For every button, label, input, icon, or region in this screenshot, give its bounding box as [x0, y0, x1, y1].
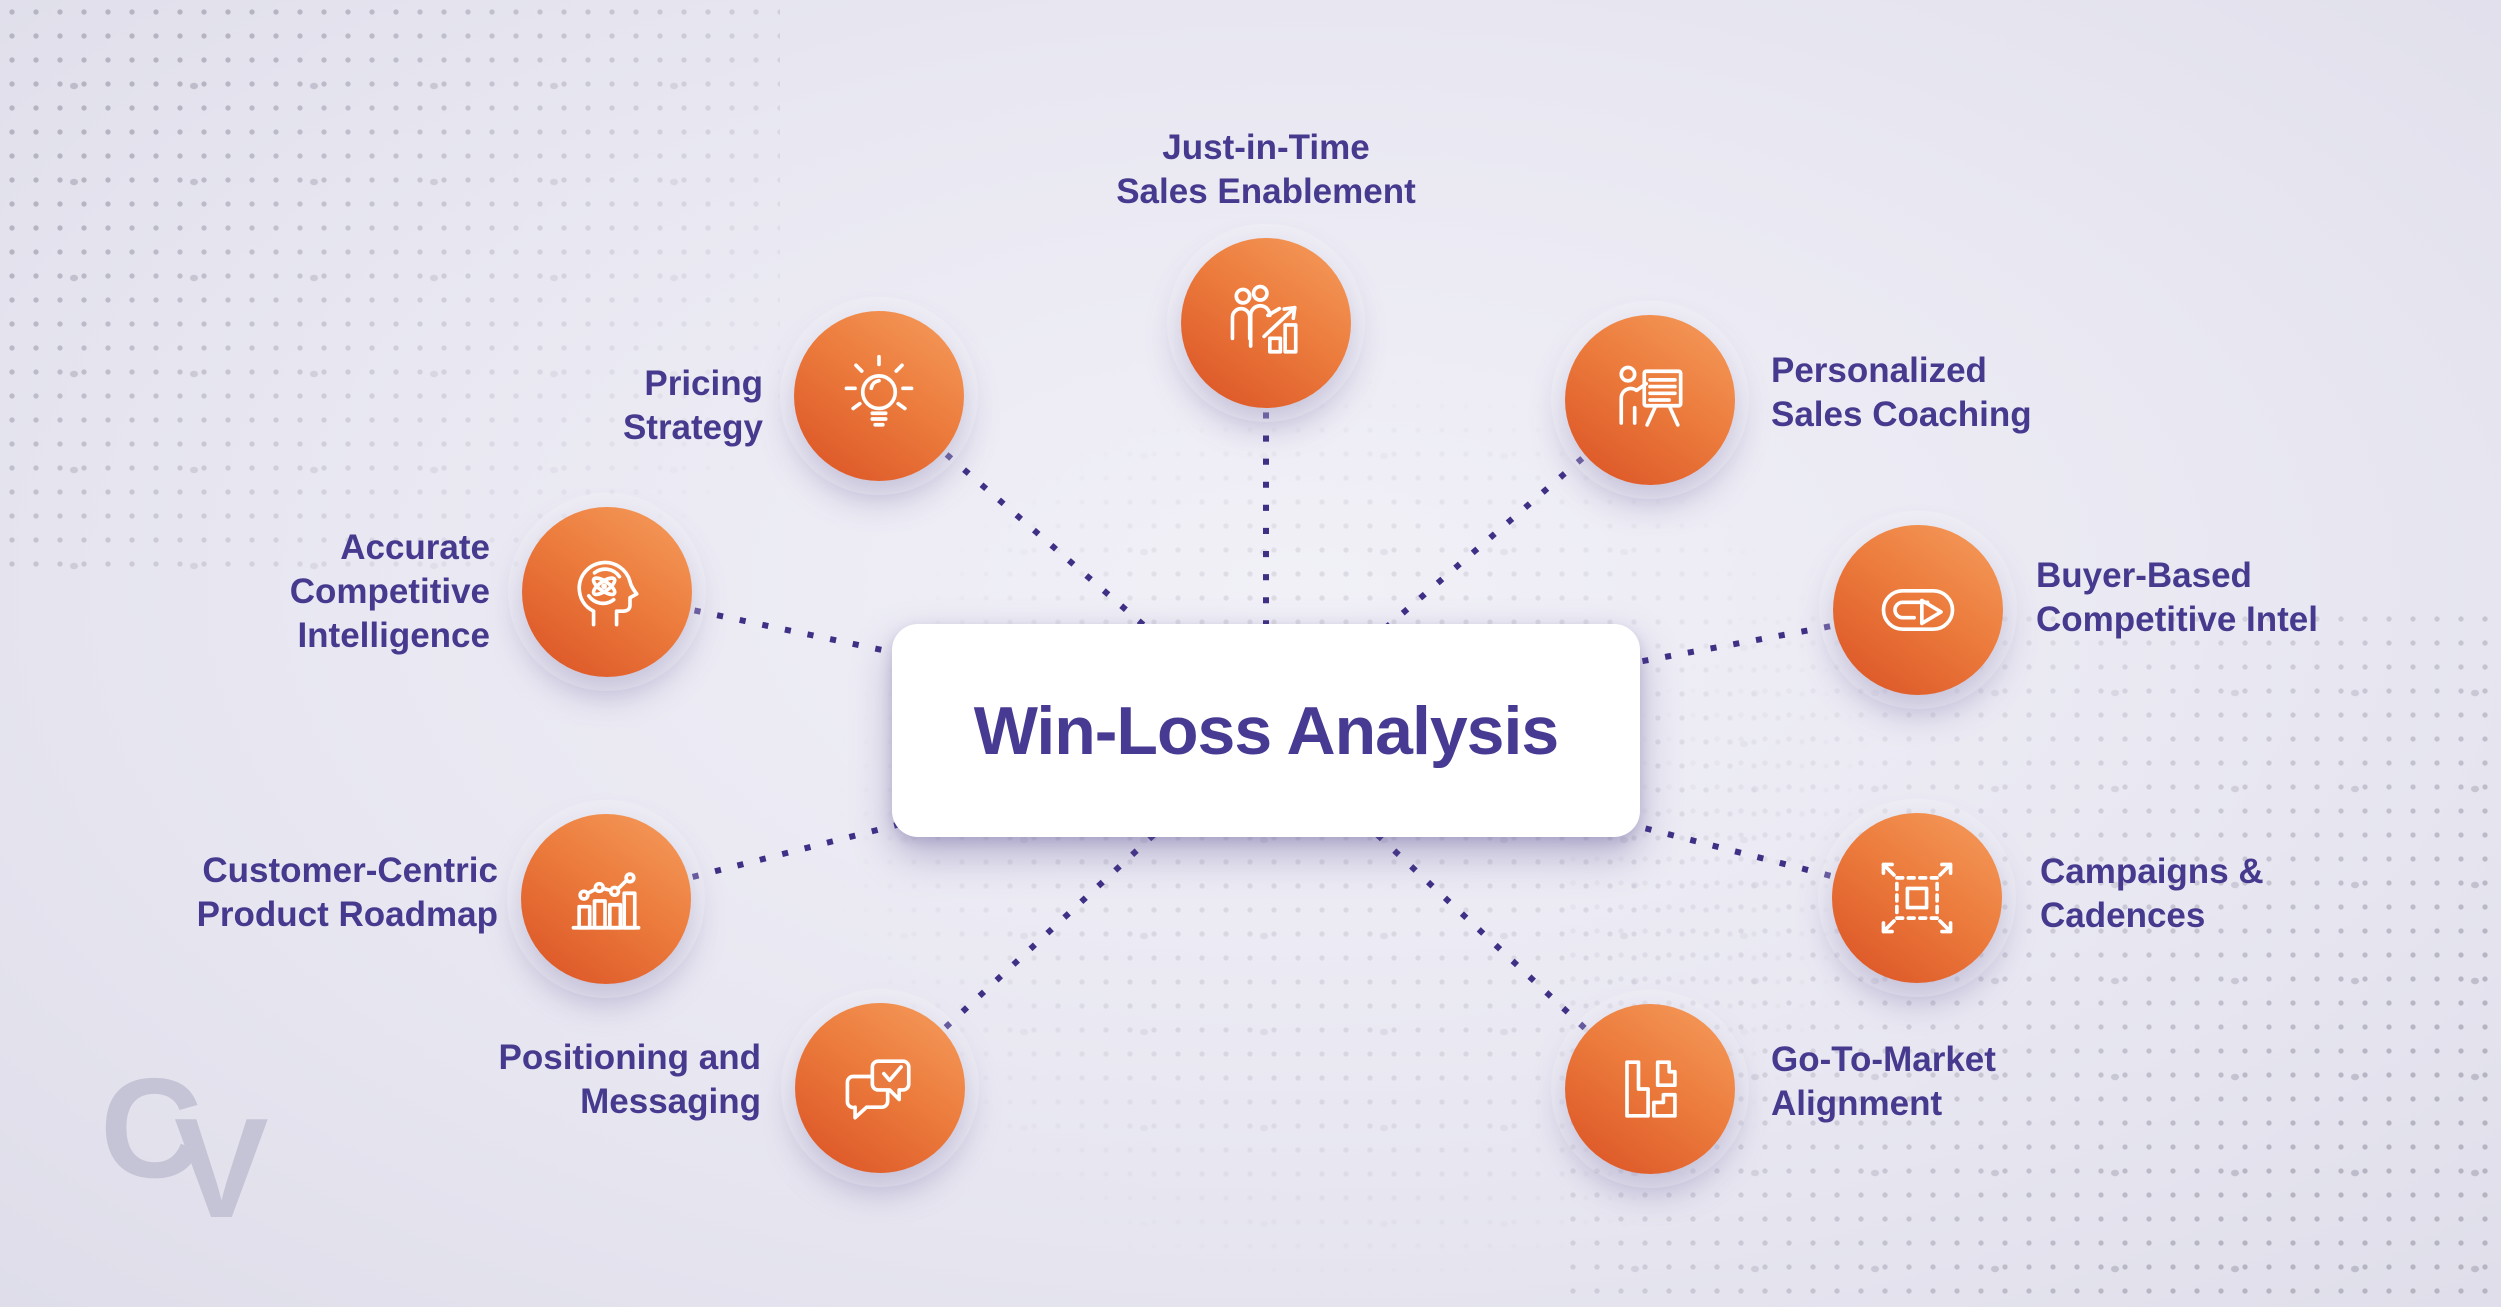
label-accurate-competitive-intelligence: Accurate Competitive Intelligence — [290, 526, 490, 658]
connector-line — [874, 391, 1271, 736]
watermark-letter-c: C — [100, 1049, 203, 1208]
lightbulb-icon — [844, 354, 914, 427]
label-line: Alignment — [1771, 1084, 1943, 1123]
chat-check-icon — [845, 1059, 911, 1120]
label-line: Sales Enablement — [1116, 172, 1416, 211]
label-line: Competitive — [289, 572, 490, 611]
label-customer-centric-product-roadmap: Customer-Centric Product Roadmap — [197, 849, 498, 937]
head-atom-icon — [577, 560, 639, 627]
label-buyer-based-competitive-intel: Buyer-Based Competitive Intel — [2036, 554, 2318, 642]
label-positioning-and-messaging: Positioning and Messaging — [499, 1036, 761, 1124]
label-line: Messaging — [580, 1082, 761, 1121]
label-line: Personalized — [1771, 351, 1987, 390]
label-line: Product Roadmap — [196, 895, 498, 934]
label-line: Competitive Intel — [2036, 600, 2318, 639]
label-line: Positioning and — [498, 1038, 761, 1077]
node-buyer-based-competitive-intel — [1833, 525, 2003, 695]
connector-line — [602, 727, 1270, 903]
label-line: Buyer-Based — [2036, 556, 2252, 595]
label-line: Customer-Centric — [202, 851, 498, 890]
trend-bars-icon — [571, 872, 641, 930]
node-positioning-and-messaging — [795, 1003, 965, 1173]
node-campaigns-cadences — [1832, 813, 2002, 983]
team-growth-icon — [1230, 284, 1298, 354]
label-line: Campaigns & — [2040, 852, 2264, 891]
diagram-title: Win-Loss Analysis — [973, 692, 1559, 769]
label-line: Accurate — [340, 528, 490, 567]
label-line: Go-To-Market — [1771, 1040, 1996, 1079]
label-go-to-market-alignment: Go-To-Market Alignment — [1771, 1038, 1996, 1126]
watermark-letter-v: V — [174, 1089, 269, 1248]
node-accurate-competitive-intelligence — [522, 507, 692, 677]
label-personalized-sales-coaching: Personalized Sales Coaching — [1771, 349, 2032, 437]
node-pricing-strategy — [794, 311, 964, 481]
label-line: Sales Coaching — [1771, 395, 2032, 434]
cv-watermark-logo: C V — [100, 1058, 360, 1278]
label-line: Pricing — [644, 364, 763, 403]
node-just-in-time-sales-enablement — [1181, 238, 1351, 408]
center-card: Win-Loss Analysis — [892, 624, 1640, 837]
label-line: Cadences — [2040, 896, 2206, 935]
connector-line — [1261, 395, 1655, 736]
label-just-in-time-sales-enablement: Just-in-Time Sales Enablement — [1016, 126, 1516, 214]
label-line: Just-in-Time — [1162, 128, 1370, 167]
presenter-board-icon — [1619, 365, 1683, 427]
label-line: Strategy — [622, 408, 763, 447]
node-personalized-sales-coaching — [1565, 315, 1735, 485]
label-line: Intelligence — [297, 616, 490, 655]
node-go-to-market-alignment — [1565, 1004, 1735, 1174]
loop-arrow-icon — [1881, 589, 1955, 631]
label-pricing-strategy: Pricing Strategy — [623, 362, 763, 450]
node-customer-centric-product-roadmap — [521, 814, 691, 984]
fitted-blocks-icon — [1625, 1060, 1677, 1118]
expand-square-icon — [1881, 862, 1953, 934]
label-campaigns-cadences: Campaigns & Cadences — [2040, 850, 2264, 938]
